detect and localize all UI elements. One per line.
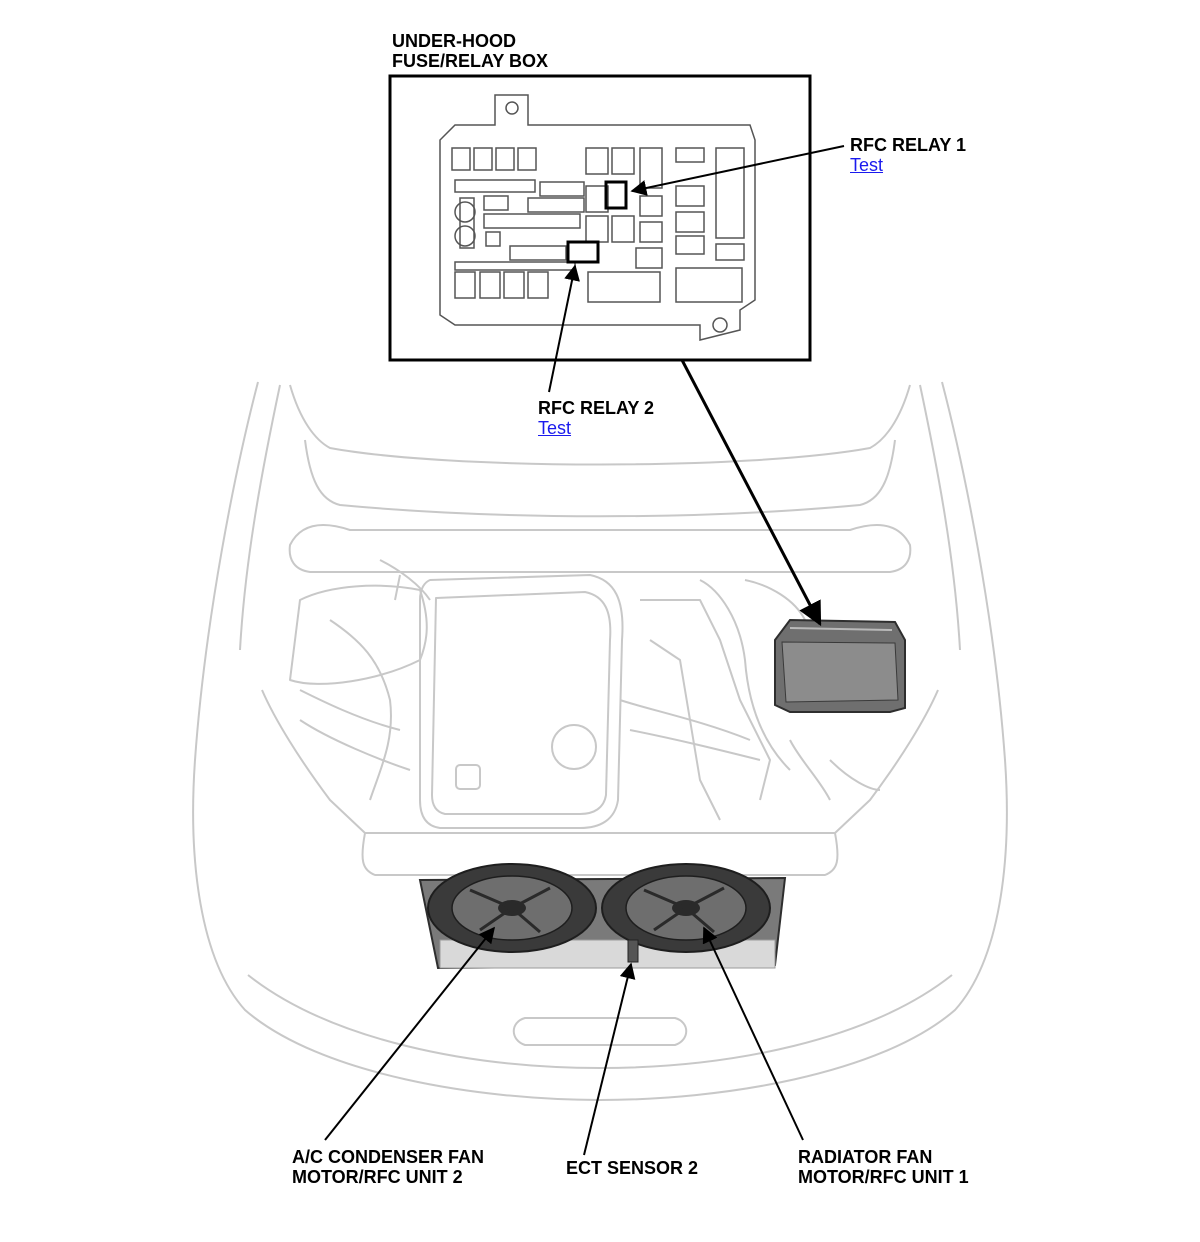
ect-sensor-part — [627, 939, 639, 963]
rfc-relay-2-highlight — [566, 240, 600, 264]
fuse-relay-box-title: UNDER-HOOD FUSE/RELAY BOX — [392, 31, 548, 71]
radiator-fan-shroud — [601, 863, 771, 953]
radiator-fan-leader — [702, 926, 804, 1141]
fuse-relay-box-title-line2: FUSE/RELAY BOX — [392, 51, 549, 71]
rfc-relay-2-leader — [548, 264, 580, 393]
radiator-fan-label-line2: MOTOR/RFC UNIT 1 — [798, 1167, 969, 1187]
radiator-fan-label-line1: RADIATOR FAN — [798, 1147, 933, 1167]
ac-condenser-fan-label: A/C CONDENSER FAN MOTOR/RFC UNIT 2 — [292, 1147, 484, 1187]
rfc-relay-2-label: RFC RELAY 2 — [538, 398, 655, 418]
rfc-relay-1-highlight — [604, 180, 628, 210]
radiator-fan-assembly — [418, 863, 787, 970]
rfc-relay-1-leader — [630, 145, 845, 196]
ac-condenser-fan-label-line2: MOTOR/RFC UNIT 2 — [292, 1167, 463, 1187]
rfc-relay-1-label: RFC RELAY 1 — [850, 135, 967, 155]
radiator-fan-label: RADIATOR FAN MOTOR/RFC UNIT 1 — [798, 1147, 969, 1187]
rfc-relay-2-test-link[interactable]: Test — [538, 418, 572, 438]
ac-condenser-fan-leader — [324, 926, 495, 1141]
vehicle-outline — [192, 381, 1008, 1101]
ac-condenser-fan-label-line1: A/C CONDENSER FAN — [292, 1147, 485, 1167]
ect-sensor-leader — [583, 962, 636, 1156]
ect-sensor-2-label: ECT SENSOR 2 — [566, 1158, 699, 1178]
fuse-box-leader — [680, 359, 822, 627]
ac-condenser-fan-shroud — [427, 863, 597, 953]
rfc-relay-1-test-link[interactable]: Test — [850, 155, 884, 175]
fuse-relay-box-inset — [388, 74, 812, 362]
fuse-relay-box-title-line1: UNDER-HOOD — [392, 31, 516, 51]
fuse-box-on-vehicle — [774, 618, 906, 713]
